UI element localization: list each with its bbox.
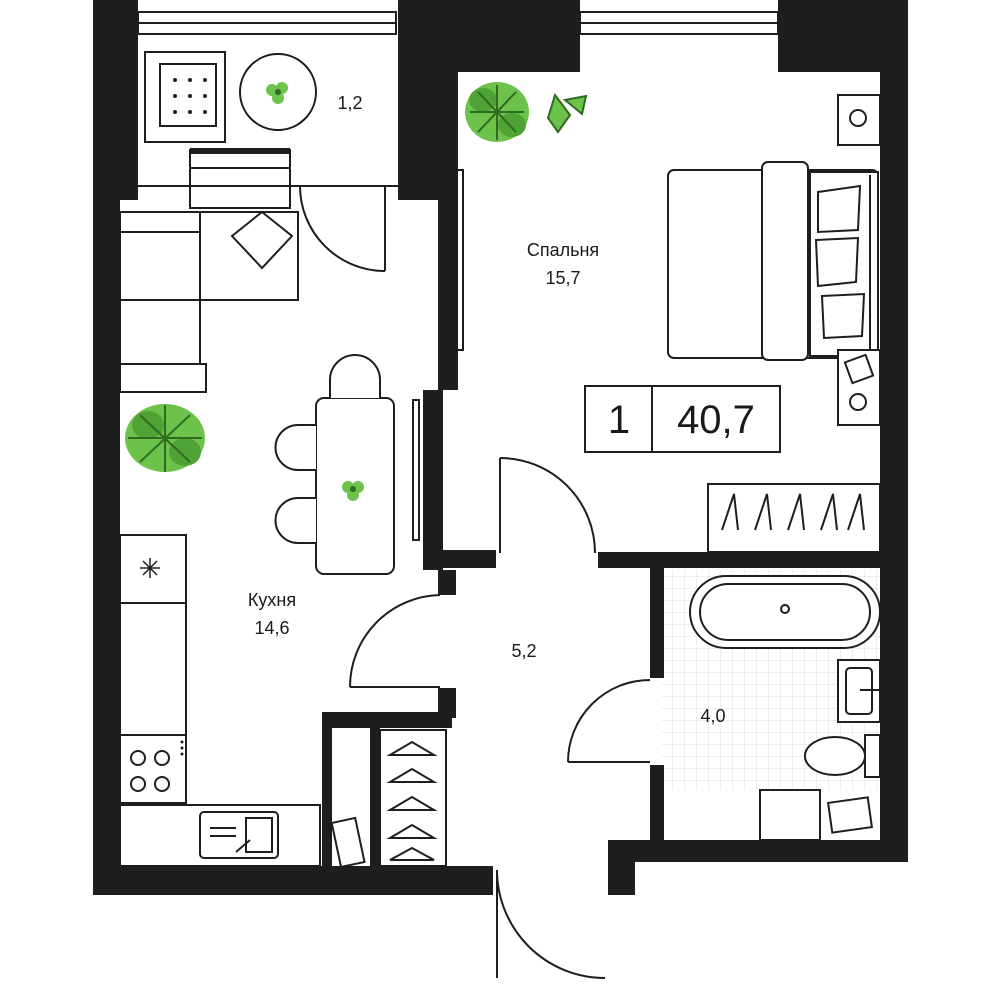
bedroom-name-label: Спальня [527,240,599,260]
sink-icon [199,811,279,859]
nightstand-top [837,94,881,146]
sofa-pillow [230,210,294,270]
kitchen-counter [119,534,321,867]
toilet [804,734,881,778]
bedroom-wardrobe [707,483,881,553]
balcony-area-label: 1,2 [337,93,362,113]
stove-icon [130,750,170,792]
balcony-door-frame [120,149,398,209]
pillows [814,184,866,340]
bathtub [689,575,881,649]
flower-icon [342,481,364,501]
walls [93,0,908,895]
dining-table [274,354,395,575]
armchair-dots [173,78,207,114]
balcony-window [137,11,779,35]
flower-icon [266,82,288,104]
doors [299,169,651,979]
stove-knobs [180,740,184,756]
hall-area-label: 5,2 [511,641,536,661]
balcony-armchair [144,51,226,143]
summary-badge: 1 40,7 [584,385,781,453]
washbasin [837,659,881,723]
bedroom-area-label: 15,7 [545,268,580,288]
plant-icon [465,82,588,142]
plant-icon [125,404,205,472]
bathroom-area-label: 4,0 [700,706,725,726]
nightstand-bottom [837,349,881,426]
snowflake-icon [140,558,160,578]
rooms-count: 1 [608,398,630,442]
kitchen-area-label: 14,6 [254,618,289,638]
hall-wardrobe [330,729,447,869]
total-area: 40,7 [677,398,755,442]
washing-machine [759,789,874,841]
kitchen-name-label: Кухня [248,590,296,610]
